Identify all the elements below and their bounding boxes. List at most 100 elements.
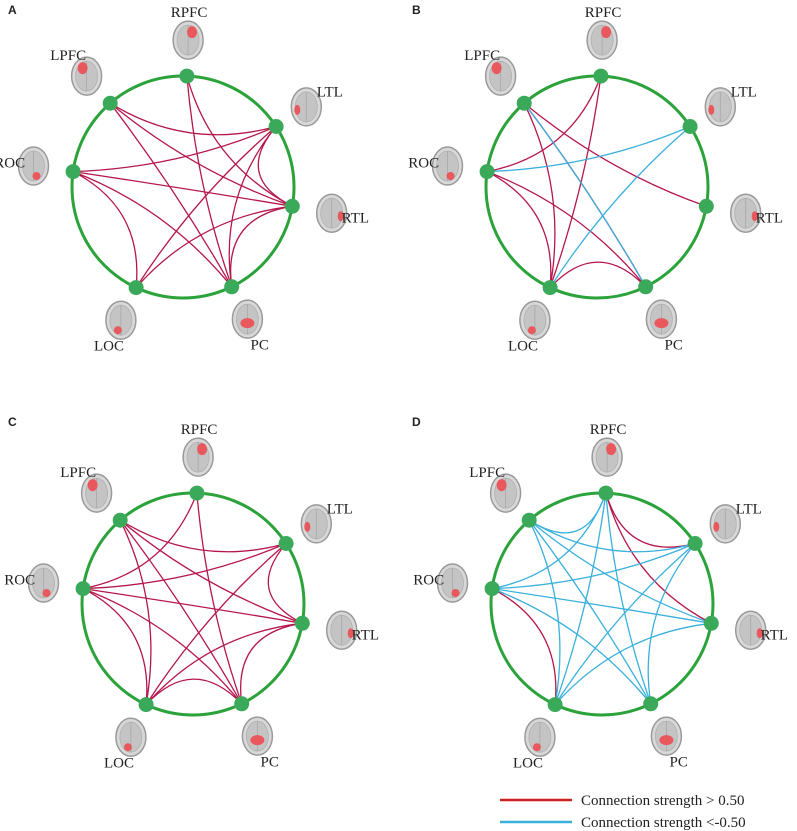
edge-ltl-loc	[554, 543, 696, 705]
brain-icon	[70, 56, 103, 96]
node-ltl	[687, 536, 703, 551]
edge-lpfc-rtl	[523, 102, 707, 207]
edge-ltl-pc	[228, 126, 277, 287]
region-highlight	[756, 628, 763, 639]
region-highlight	[659, 735, 674, 746]
brain-icon	[519, 300, 551, 340]
brain-icon	[105, 300, 137, 340]
node-ltl	[682, 119, 698, 134]
region-highlight	[197, 443, 208, 456]
node-pc	[638, 279, 654, 295]
edge-rtl-pc	[230, 205, 293, 287]
brain-icon	[436, 563, 469, 603]
edge-lpfc-loc	[523, 102, 556, 288]
edge-rpfc-rtl	[186, 75, 293, 207]
node-rpfc	[593, 68, 609, 84]
node-loc	[542, 280, 558, 296]
brain-icon	[709, 504, 742, 544]
edge-ltl-roc	[73, 125, 277, 173]
edge-lpfc-rtl	[528, 519, 712, 624]
brain-icon	[704, 87, 737, 127]
brain-icon	[484, 56, 517, 96]
edge-rpfc-rtl	[605, 492, 712, 624]
region-label-loc: LOC	[513, 756, 543, 772]
node-loc	[128, 280, 144, 296]
edge-rpfc-pc	[186, 76, 233, 288]
brain-icon	[734, 610, 767, 650]
panel-letter: C	[8, 415, 17, 429]
edge-ltl-roc	[83, 542, 287, 590]
panel-letter: D	[412, 415, 421, 429]
edge-lpfc-rtl	[119, 519, 303, 624]
node-lpfc	[521, 512, 537, 528]
region-label-loc: LOC	[104, 756, 134, 772]
region-label-rpfc: RPFC	[590, 422, 627, 438]
edge-roc-rtl	[83, 587, 303, 624]
region-label-loc: LOC	[508, 339, 538, 355]
region-highlight	[751, 211, 758, 222]
region-highlight	[654, 318, 669, 329]
region-label-ltl: LTL	[327, 502, 353, 518]
region-highlight	[347, 628, 354, 639]
region-label-rtl: RTL	[761, 627, 788, 643]
node-pc	[224, 279, 240, 295]
node-ltl	[268, 119, 284, 134]
region-highlight	[240, 318, 255, 329]
brain-icon	[645, 299, 678, 339]
network-ring	[80, 491, 306, 717]
brain-icon	[650, 716, 683, 756]
edge-lpfc-pc	[523, 102, 647, 288]
node-roc	[75, 581, 91, 597]
node-rtl	[698, 198, 714, 214]
region-label-roc: ROC	[408, 156, 439, 172]
region-label-lpfc: LPFC	[469, 465, 505, 481]
region-label-roc: ROC	[0, 156, 25, 172]
brain-icon	[17, 146, 50, 186]
edge-ltl-rtl	[267, 543, 303, 624]
edge-lpfc-rtl	[109, 102, 293, 207]
region-highlight	[187, 26, 198, 39]
brain-icon	[241, 716, 274, 756]
region-label-rpfc: RPFC	[585, 5, 622, 21]
region-label-ltl: LTL	[731, 85, 757, 101]
edges	[72, 75, 293, 289]
legend-negative-label: Connection strength <-0.50	[581, 815, 746, 831]
node-ltl	[278, 536, 294, 551]
panel-a: ARPFCLTLRTLPCLOCROCLPFC	[0, 3, 369, 355]
edge-roc-pc	[72, 170, 233, 288]
region-highlight	[527, 326, 536, 335]
edge-roc-loc	[72, 171, 138, 288]
edge-lpfc-ltl	[528, 519, 696, 553]
region-highlight	[42, 589, 51, 597]
region-highlight	[113, 326, 122, 335]
edge-roc-loc	[82, 588, 148, 705]
node-lpfc	[102, 95, 118, 111]
region-label-ltl: LTL	[317, 85, 343, 101]
edge-ltl-loc	[549, 126, 691, 288]
edge-rpfc-ltl	[605, 492, 696, 548]
region-label-rtl: RTL	[342, 210, 369, 226]
brain-icon	[591, 437, 623, 477]
edge-lpfc-pc	[109, 102, 233, 288]
region-label-pc: PC	[261, 754, 279, 770]
brain-icon	[172, 20, 204, 60]
region-highlight	[496, 479, 507, 492]
region-highlight	[294, 104, 301, 115]
edge-lpfc-pc	[523, 102, 647, 288]
edge-roc-rtl	[73, 170, 293, 207]
panels-layer: ARPFCLTLRTLPCLOCROCLPFCBRPFCLTLRTLPCLOCR…	[0, 3, 788, 772]
node-rtl	[294, 615, 310, 631]
region-label-lpfc: LPFC	[464, 48, 500, 64]
region-label-pc: PC	[665, 337, 683, 353]
edge-rpfc-lpfc	[528, 492, 607, 534]
panel-letter: B	[412, 3, 421, 17]
edge-rpfc-loc	[549, 76, 602, 288]
region-highlight	[87, 479, 98, 492]
region-label-ltl: LTL	[736, 502, 762, 518]
node-rpfc	[179, 68, 195, 84]
edge-lpfc-loc	[528, 519, 561, 705]
edges	[82, 492, 303, 706]
